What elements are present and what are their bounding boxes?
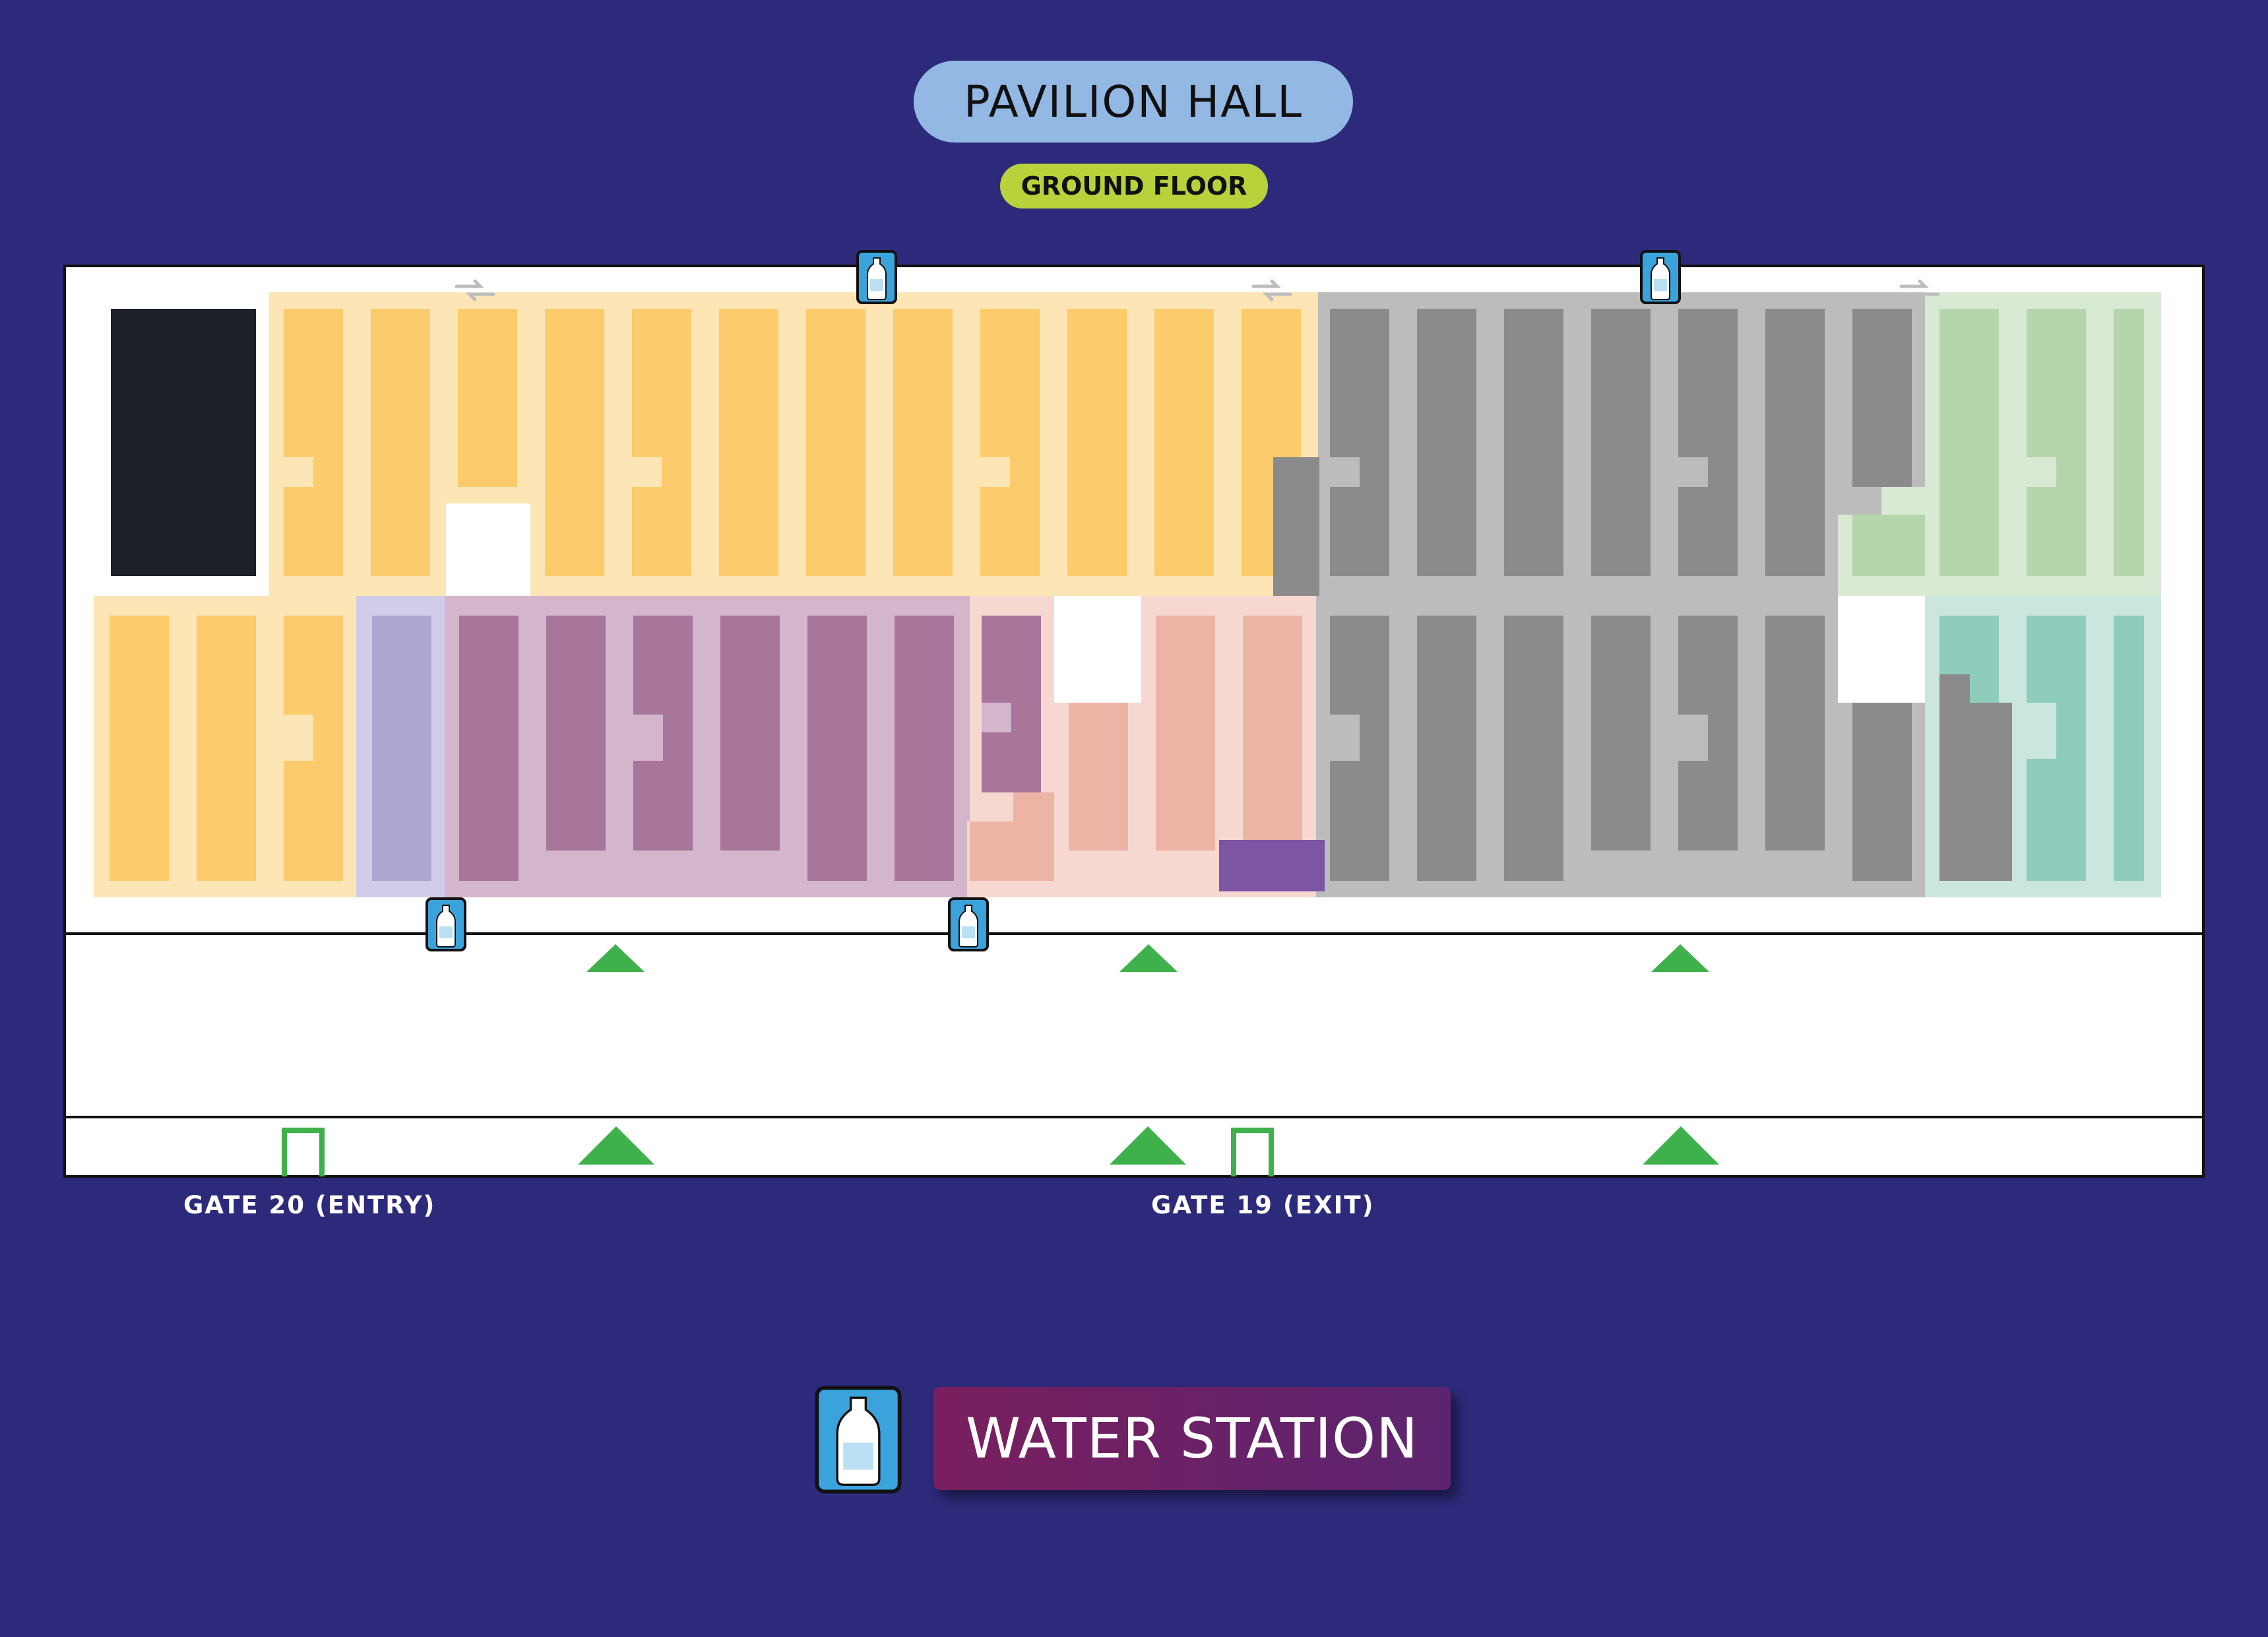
water-bottle-icon[interactable] (425, 897, 466, 951)
booths-gray-top (1273, 309, 1912, 596)
legend-water-station: WATER STATION (933, 1387, 1451, 1490)
floor-badge: GROUND FLOOR (1000, 164, 1268, 209)
direction-arrow-icon (586, 944, 645, 972)
direction-arrow-icon (1651, 944, 1709, 972)
opening-2 (1054, 596, 1141, 703)
gate-20-label: GATE 20 (ENTRY) (183, 1191, 436, 1219)
direction-arrow-icon (578, 1126, 654, 1165)
direction-arrow-icon (1119, 944, 1178, 972)
booth-lavender (372, 616, 431, 881)
dark-room (111, 309, 256, 576)
purple-block (1219, 840, 1325, 891)
gate-strip (63, 1116, 2205, 1178)
direction-arrow-icon (1110, 1126, 1186, 1165)
opening-3 (1838, 596, 1925, 703)
booths-pink (970, 616, 1302, 881)
booths-purple (459, 616, 1041, 881)
purple-notches (633, 703, 1011, 761)
booths-green-top (1852, 309, 2144, 576)
gate-19-label: GATE 19 (EXIT) (1151, 1191, 1375, 1219)
direction-arrows (578, 944, 1719, 1165)
yellow-bottom-notch (284, 715, 313, 761)
water-bottle-icon[interactable] (1640, 250, 1681, 304)
direction-arrow-icon (1643, 1126, 1719, 1165)
water-bottle-icon (815, 1386, 902, 1494)
page-title: PAVILION HALL (914, 61, 1353, 143)
water-bottle-icon[interactable] (856, 250, 897, 304)
zone-yellow-top-bg (269, 292, 1318, 596)
legend-water-icon (815, 1386, 902, 1497)
green-notch (2027, 457, 2056, 487)
gate-icon (1231, 1128, 1274, 1176)
booths-yellow-top (284, 309, 1301, 576)
gate-icon (282, 1128, 325, 1176)
water-bottle-icon[interactable] (948, 897, 989, 951)
opening-1 (446, 503, 530, 596)
gray-bottom-notch-fix (1330, 715, 1360, 761)
teal-notch (2027, 703, 2056, 759)
gray-bottom-notch-fix-2 (1678, 715, 1708, 761)
